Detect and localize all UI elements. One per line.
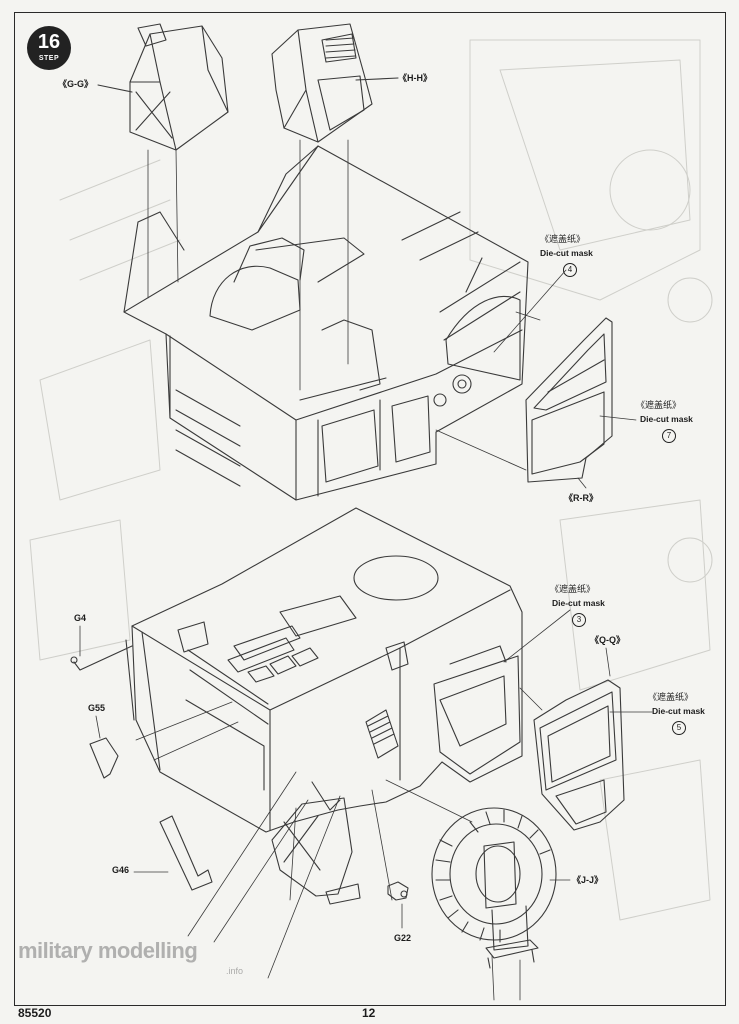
part-q-q bbox=[533, 679, 625, 831]
step-badge: 16 STEP bbox=[27, 26, 71, 70]
background-ghost-drawings bbox=[29, 39, 713, 921]
part-g-g bbox=[129, 23, 229, 151]
leader-g-g bbox=[97, 84, 133, 93]
mask-cn-label: 《遮盖纸》 bbox=[550, 585, 596, 595]
part-g4 bbox=[70, 645, 133, 671]
part-g-g-lower bbox=[271, 797, 361, 905]
callout-j-j: 《J-J》 bbox=[572, 875, 604, 885]
part-g22 bbox=[387, 881, 409, 901]
mask-cn-label: 《遮盖纸》 bbox=[540, 235, 586, 245]
page-border bbox=[14, 12, 726, 1006]
mask-number: 7 bbox=[662, 429, 676, 443]
leader-h-h bbox=[355, 77, 399, 81]
callout-r-r: 《R-R》 bbox=[564, 493, 598, 503]
mask-en-label: Die-cut mask bbox=[552, 598, 605, 608]
callout-q-q: 《Q-Q》 bbox=[590, 635, 625, 645]
part-label-g4: G4 bbox=[74, 613, 87, 623]
watermark-sub: .info bbox=[226, 966, 244, 976]
mask-cn-label: 《遮盖纸》 bbox=[636, 401, 682, 411]
callout-g-g: 《G-G》 bbox=[58, 79, 93, 89]
mask-en-label: Die-cut mask bbox=[652, 706, 705, 716]
upper-hull bbox=[123, 145, 529, 501]
part-g55 bbox=[89, 737, 119, 779]
part-label-g46: G46 bbox=[112, 865, 130, 875]
mask-number: 3 bbox=[572, 613, 586, 627]
step-word: STEP bbox=[38, 55, 60, 62]
mask-number: 4 bbox=[563, 263, 577, 277]
page-number: 12 bbox=[362, 1006, 376, 1020]
watermark: military modelling bbox=[18, 938, 198, 963]
lower-hull bbox=[125, 507, 523, 833]
part-h-h bbox=[271, 23, 373, 143]
mask-en-label: Die-cut mask bbox=[640, 414, 693, 424]
mask-number: 5 bbox=[672, 721, 686, 735]
mask-en-label: Die-cut mask bbox=[540, 248, 593, 258]
callout-h-h: 《H-H》 bbox=[398, 73, 432, 83]
part-j-j-spare-tire bbox=[431, 807, 557, 969]
part-label-g22: G22 bbox=[394, 933, 412, 943]
kit-number: 85520 bbox=[18, 1006, 52, 1020]
step-number: 16 bbox=[37, 31, 61, 53]
part-g46 bbox=[159, 815, 213, 891]
part-label-g55: G55 bbox=[88, 703, 106, 713]
mask-cn-label: 《遮盖纸》 bbox=[648, 693, 694, 703]
part-r-r bbox=[525, 317, 613, 483]
